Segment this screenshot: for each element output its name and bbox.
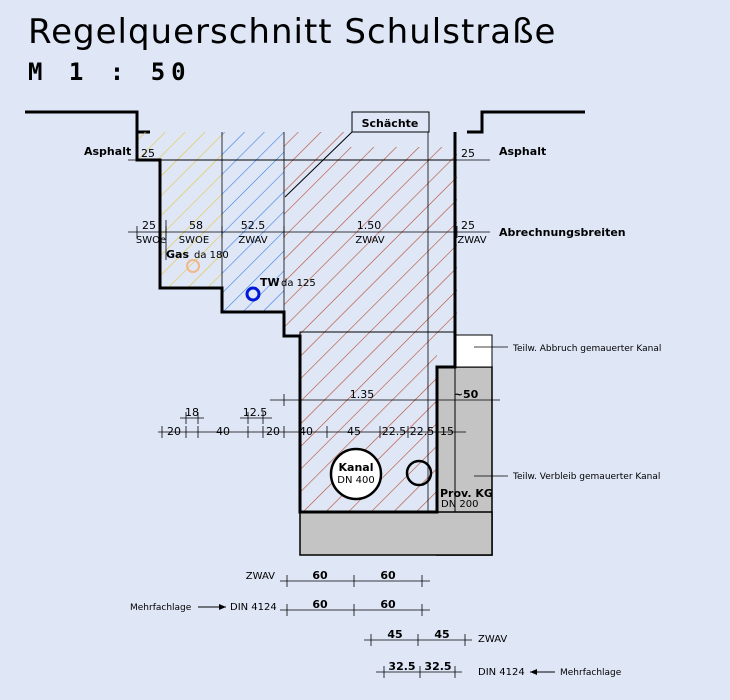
dim-lower-3: 40 bbox=[299, 425, 313, 438]
label-tw: TW bbox=[260, 276, 280, 289]
label-gas: Gas bbox=[166, 248, 189, 261]
dim-lower-7: 15 bbox=[440, 425, 454, 438]
canal-pipe-icon bbox=[329, 447, 383, 501]
bottom-mehr1-v0: 60 bbox=[312, 598, 328, 611]
page-title: Regelquerschnitt Schulstraße bbox=[28, 12, 557, 52]
scale-label: M 1 : 50 bbox=[28, 58, 192, 86]
abrechnung-ticks bbox=[136, 226, 458, 238]
dim-135: 1.35 bbox=[350, 388, 375, 401]
dim-lower-4: 45 bbox=[347, 425, 361, 438]
bottom-zwav1-v0: 60 bbox=[312, 569, 328, 582]
shaft-fill bbox=[330, 132, 457, 147]
abrechnung-code-4: ZWAV bbox=[457, 235, 486, 246]
trench-canal bbox=[284, 132, 457, 512]
canal-demolish-box bbox=[454, 334, 493, 368]
label-prov-dn: DN 200 bbox=[441, 499, 478, 510]
dim-12-5: 12.5 bbox=[243, 406, 268, 419]
bottom-zwav2-v1: 45 bbox=[434, 628, 449, 641]
abrechnung-code-0: SWOe bbox=[136, 235, 166, 246]
abrechnung-value-4: 25 bbox=[461, 219, 475, 232]
label-tw-da: da 125 bbox=[281, 278, 316, 289]
abrechnung-value-1: 58 bbox=[189, 219, 203, 232]
gas-pipe-icon bbox=[186, 259, 200, 273]
label-abrechnungsbreiten: Abrechnungsbreiten bbox=[499, 226, 626, 239]
label-kanal-dn: DN 400 bbox=[337, 475, 374, 486]
dim-lower-1: 40 bbox=[216, 425, 230, 438]
dim-lower-6: 22.5 bbox=[410, 425, 435, 438]
label-abbruch: Teilw. Abbruch gemauerter Kanal bbox=[512, 344, 661, 354]
label-schaechte: Schächte bbox=[362, 117, 419, 130]
bottom-mehr1-din: DIN 4124 bbox=[230, 602, 277, 613]
label-asphalt-right: Asphalt bbox=[499, 145, 546, 158]
bottom-mehr1-v1: 60 bbox=[380, 598, 396, 611]
bottom-mehr2-v1: 32.5 bbox=[424, 660, 451, 673]
trench-water bbox=[222, 132, 284, 312]
dim-asphalt-right: 25 bbox=[461, 147, 475, 160]
label-asphalt-left: Asphalt bbox=[84, 145, 131, 158]
dim-50: ~50 bbox=[454, 388, 479, 401]
bottom-mehr2-label: Mehrfachlage bbox=[560, 668, 622, 678]
bottom-zwav1-label: ZWAV bbox=[246, 571, 275, 582]
dim-asphalt-left: 25 bbox=[141, 147, 155, 160]
abrechnung-code-1: SWOE bbox=[179, 235, 209, 246]
label-verbleib: Teilw. Verbleib gemauerter Kanal bbox=[512, 472, 660, 482]
abrechnung-value-3: 1.50 bbox=[357, 219, 382, 232]
trench-gas bbox=[137, 132, 222, 312]
bottom-zwav2-v0: 45 bbox=[387, 628, 402, 641]
bottom-mehr2-din: DIN 4124 bbox=[478, 667, 525, 678]
dim-18: 18 bbox=[185, 406, 199, 419]
canal-bottom-block bbox=[299, 511, 493, 556]
bottom-zwav2-label: ZWAV bbox=[478, 634, 507, 645]
label-prov-kg: Prov. KG bbox=[440, 487, 493, 500]
dim-lower-0: 20 bbox=[167, 425, 181, 438]
water-pipe-icon bbox=[245, 286, 261, 302]
kg-pipe-icon bbox=[405, 459, 433, 487]
bottom-mehr2-v0: 32.5 bbox=[388, 660, 415, 673]
shaft-diag bbox=[284, 131, 353, 198]
shaft-box bbox=[351, 111, 430, 133]
label-kanal: Kanal bbox=[339, 461, 374, 474]
dim-lower-2: 20 bbox=[266, 425, 280, 438]
bottom-mehr1-label: Mehrfachlage bbox=[130, 603, 192, 613]
abrechnung-value-2: 52.5 bbox=[241, 219, 266, 232]
abrechnung-code-2: ZWAV bbox=[238, 235, 267, 246]
label-gas-da: da 180 bbox=[194, 250, 229, 261]
abrechnung-code-3: ZWAV bbox=[355, 235, 384, 246]
bottom-zwav1-v1: 60 bbox=[380, 569, 396, 582]
ground-line bbox=[25, 110, 585, 134]
abrechnung-value-0: 25 bbox=[142, 219, 156, 232]
dim-lower-5: 22.5 bbox=[382, 425, 407, 438]
inner-frame bbox=[299, 331, 456, 513]
